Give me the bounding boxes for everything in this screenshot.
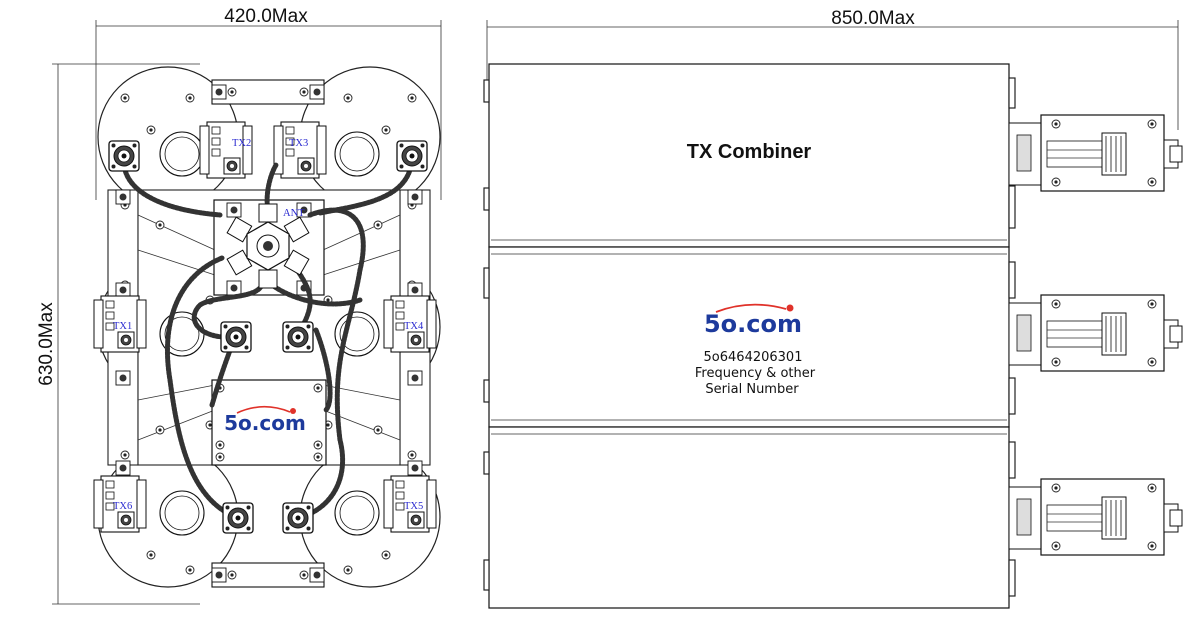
tuner-bottom [1008,478,1183,556]
ant-label: ANT [283,208,305,219]
label-line-1: Frequency & other [695,366,816,381]
n-connector-icon [222,502,254,534]
logo-dot-icon [290,408,296,414]
side-logo-swoosh [715,303,787,313]
tx1-label: TX1 [113,321,132,332]
length-label: 850.0Max [831,8,915,29]
length-dimension: 850.0Max [486,8,1179,130]
port-tx5: TX5 [383,475,437,533]
tx2-label: TX2 [232,138,251,149]
width-label: 420.0Max [224,6,308,27]
top-view-logo: 5o.com [224,411,306,435]
port-tx3: TX3 [273,121,327,179]
tx3-label: TX3 [289,138,308,149]
logo-dot-icon [786,304,794,312]
port-tx1: TX1 [93,295,147,353]
port-tx2: TX2 [199,121,253,179]
n-connector-icon [108,140,140,172]
height-dimension: 630.0Max [36,63,200,605]
port-tx4: TX4 [383,295,437,353]
label-line-2: Serial Number [705,382,799,397]
tuner-middle [1008,294,1183,372]
n-connector-icon [282,502,314,534]
side-view-logo: 5o.com [704,310,802,338]
n-connector-icon [396,140,428,172]
port-tx6: TX6 [93,475,147,533]
tx6-label: TX6 [113,501,132,512]
serial-number: 5o6464206301 [704,350,803,365]
tx5-label: TX5 [404,501,423,512]
tuner-top [1008,114,1183,192]
width-dimension: 420.0Max [95,6,442,200]
n-connector-icon [282,321,314,353]
n-connector-icon [220,321,252,353]
side-view: TX Combiner 5o.com 5o6464206301 Frequenc… [483,63,1183,609]
height-label: 630.0Max [36,302,57,386]
tx4-label: TX4 [404,321,424,332]
product-title: TX Combiner [687,141,812,163]
top-view: 5o.com TX2 TX3 TX1 TX4 TX6 TX5 [93,66,441,588]
housing-middle [488,246,1010,428]
logo-swoosh [236,405,291,414]
ant-hub: ANT [226,203,310,289]
housing-bottom [488,426,1010,609]
